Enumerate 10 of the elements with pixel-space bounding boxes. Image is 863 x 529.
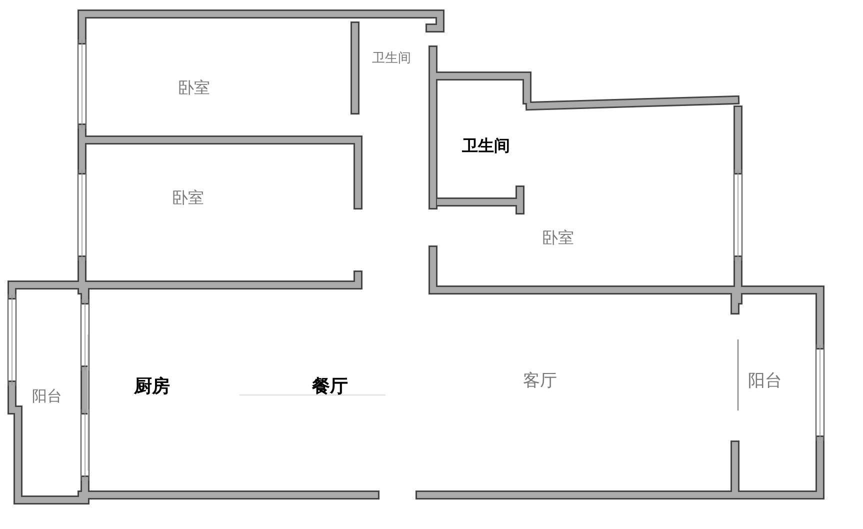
room-label: 卧室 [542, 230, 574, 246]
room-label: 餐厅 [312, 378, 348, 396]
room-label: 厨房 [134, 378, 170, 396]
room-label: 阳台 [748, 373, 782, 390]
room-label: 卫生间 [462, 138, 510, 154]
room-label: 卧室 [178, 80, 210, 96]
room-label: 客厅 [523, 373, 557, 390]
room-label: 卫生间 [372, 52, 411, 65]
room-label: 阳台 [32, 389, 62, 404]
room-label: 卧室 [172, 190, 204, 206]
